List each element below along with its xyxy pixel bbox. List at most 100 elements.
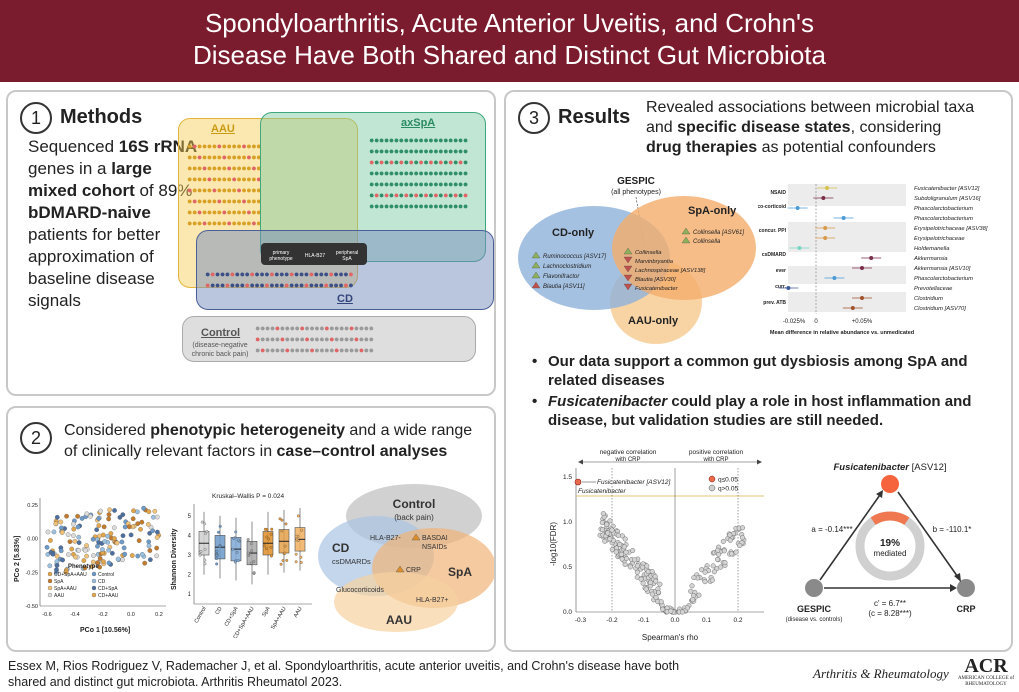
pcoa-point [130, 516, 136, 522]
shannon-point [280, 518, 284, 522]
shannon-point [249, 542, 253, 546]
pcoa-point [106, 512, 112, 517]
crp-triangle-icon [395, 565, 405, 573]
pcoa-point [45, 552, 51, 557]
shannon-point [294, 534, 298, 538]
forest-group: curr. [775, 284, 786, 290]
pcoa-point [84, 511, 90, 517]
results-bullets: Our data support a common gut dysbiosis … [530, 352, 990, 432]
forest-group: prev. ATB [763, 300, 786, 306]
volcano-point [689, 583, 695, 589]
spa-only-label: SpA-only [688, 205, 737, 217]
pcoa-point [129, 553, 135, 558]
venn-spa-label: SpA [448, 565, 472, 579]
volcano-point [740, 535, 746, 541]
volcano-y-tick: 0.0 [563, 609, 572, 616]
volcano-y-tick: 0.5 [563, 564, 572, 571]
axspa-label: axSpA [401, 117, 436, 129]
shannon-point [294, 552, 298, 556]
pcoa-point [115, 556, 121, 562]
people-row: ●●●●●●●●●●●●●●●●●●●● [369, 201, 468, 211]
volcano-ylabel: -log10(FDR) [549, 522, 558, 566]
gespic-node-sub: (disease vs. controls) [786, 617, 843, 623]
forest-taxon: Holdemanella [914, 246, 950, 252]
pcoa-point [48, 538, 53, 543]
shared-taxon: Marvinbryantia [635, 259, 674, 265]
venn-nsaids: NSAIDs [422, 544, 447, 551]
pcoa-point [53, 521, 59, 527]
volcano-point [729, 551, 735, 557]
pcoa-point [54, 563, 60, 568]
pcoa-point [97, 533, 102, 539]
pcoa-point [102, 539, 108, 544]
volcano-point [621, 544, 627, 550]
inner-legend-hla: HLA-B27 [304, 253, 326, 259]
volcano-point [600, 511, 606, 517]
shannon-point [232, 536, 236, 540]
volcano-point [623, 549, 629, 555]
taxon-triangle-icon [531, 271, 541, 279]
shannon-point [295, 538, 299, 542]
shannon-point [267, 537, 271, 541]
pcoa-point [66, 552, 71, 557]
volcano-point [638, 576, 644, 582]
shannon-point [236, 538, 240, 542]
shannon-point [218, 544, 222, 548]
pcoa-legend-marker [91, 592, 97, 598]
taxon-triangle-icon [531, 261, 541, 269]
volcano-x-tick: -0.3 [575, 617, 587, 624]
shannon-point [299, 561, 303, 564]
volcano-point [658, 599, 664, 605]
forest-estimate [786, 286, 791, 290]
volcano-neg-label2: with CRP [614, 457, 640, 463]
methods-panel: 1 Methods Sequenced 16S rRNA genes in a … [6, 90, 496, 396]
pcoa-point [73, 554, 78, 560]
people-row: ●●●●●●●●●●●●●●● [187, 207, 262, 217]
pcoa-point [75, 513, 80, 519]
forest-estimate [850, 306, 855, 310]
shannon-point [204, 532, 207, 535]
forest-estimate [797, 246, 802, 250]
pcoa-point [147, 548, 153, 553]
shannon-point [217, 530, 220, 534]
pcoa-point [69, 546, 75, 552]
volcano-point [627, 564, 633, 570]
shannon-point [215, 553, 219, 557]
volcano-point [740, 525, 746, 531]
pcoa-point [90, 537, 96, 542]
pcoa-legend-marker [91, 585, 97, 591]
people-row: ●●●●●●●●●●●●●●● [187, 185, 262, 195]
pcoa-point [60, 557, 65, 563]
path-b-arrowhead [954, 573, 961, 582]
volcano-point [722, 560, 728, 566]
gespic-node [805, 579, 823, 597]
shannon-point [235, 550, 239, 554]
inner-legend-peripheral: peripheral SpA [335, 250, 359, 262]
venn-cd-sub: csDMARDs [332, 557, 371, 566]
volcano-y-tick: 1.0 [563, 519, 572, 526]
taxon-triangle-icon [681, 236, 691, 244]
acr-logo-sub: AMERICAN COLLEGE of RHEUMATOLOGY [957, 676, 1015, 687]
volcano-point [737, 542, 743, 548]
volcano-point [702, 569, 708, 575]
volcano-point [622, 536, 628, 542]
pcoa-point [97, 556, 103, 561]
shannon-x-tick: Control [194, 606, 208, 624]
pcoa-point [54, 514, 60, 520]
pcoa-point [76, 534, 82, 540]
mediation-diagram: Fusicatenibacter [ASV12] 19% mediated a … [786, 462, 976, 623]
shannon-title: Kruskal–Wallis P = 0.024 [212, 493, 284, 500]
forest-taxon: Phascolarctobacterium [914, 216, 973, 222]
people-row: ●●●●●●●●●●●●●●●●●●●● [369, 168, 468, 178]
pcoa-point [150, 528, 155, 534]
forest-estimate [860, 266, 864, 270]
pcoa-point [142, 560, 148, 566]
volcano-point [691, 593, 697, 599]
citation: Essex M, Rios Rodriguez V, Rademacher J,… [8, 659, 680, 689]
volcano-point [727, 532, 733, 538]
volcano-point [727, 537, 733, 543]
bullet-2: Fusicatenibacter could play a role in ho… [530, 392, 990, 430]
volcano-point [649, 591, 655, 597]
pcoa-point [154, 553, 160, 559]
